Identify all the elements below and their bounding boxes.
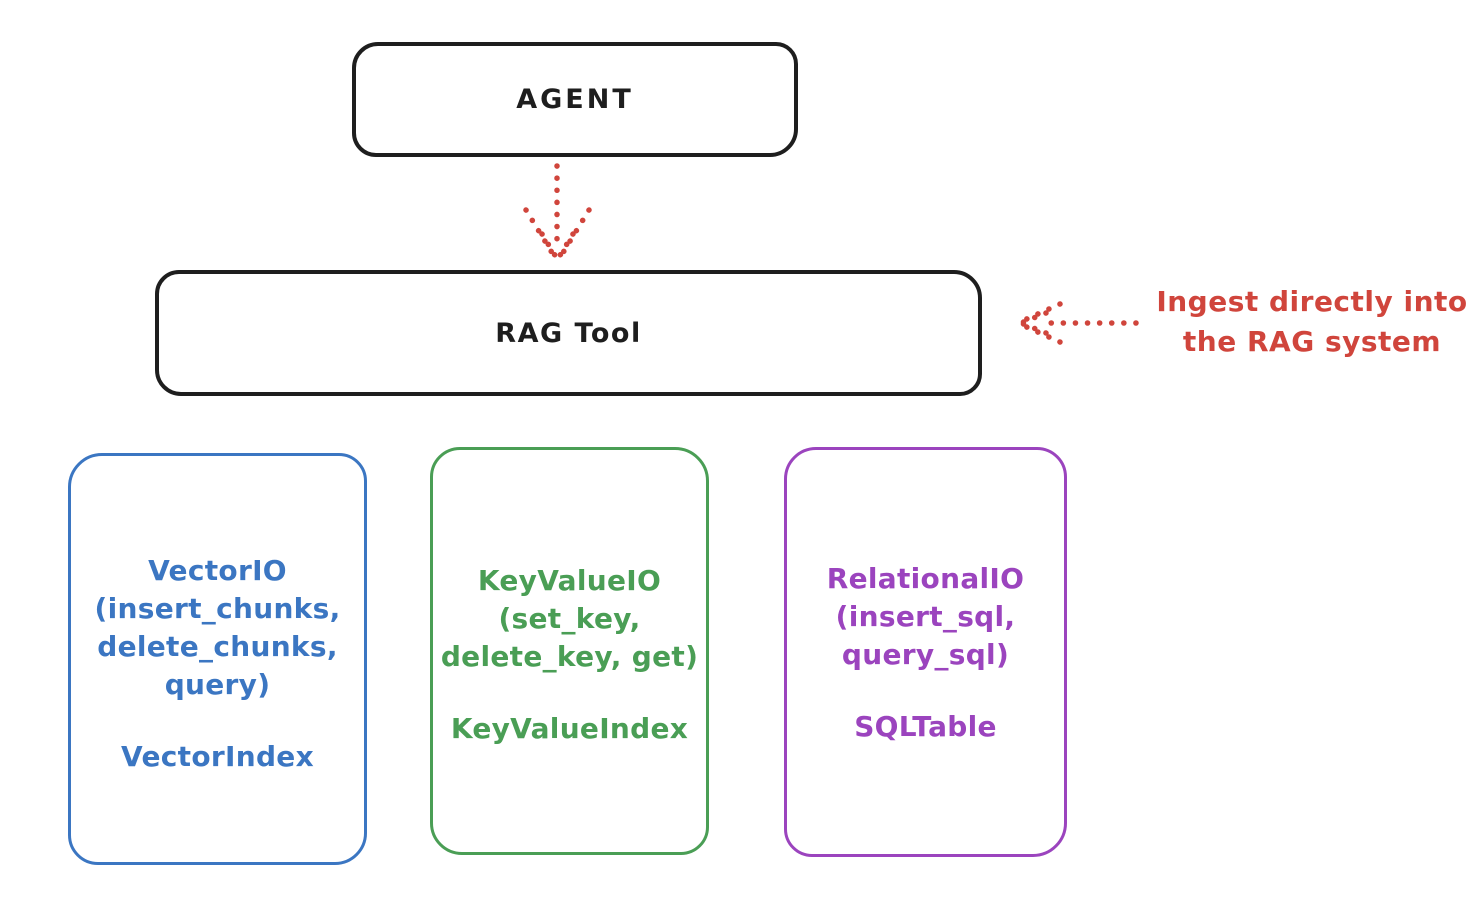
relational-io-text: RelationalIO (insert_sql, query_sql) — [827, 560, 1025, 674]
sql-table-label: SQLTable — [854, 710, 997, 743]
key-value-io-box: KeyValueIO (set_key, delete_key, get) Ke… — [430, 447, 709, 855]
ingest-annotation: Ingest directly into the RAG system — [1140, 282, 1484, 362]
agent-to-ragtool-arrow-icon — [523, 163, 592, 260]
key-value-io-text: KeyValueIO (set_key, delete_key, get) — [441, 562, 698, 676]
ingest-annotation-line1: Ingest directly into — [1156, 285, 1468, 318]
vector-io-box: VectorIO (insert_chunks, delete_chunks, … — [68, 453, 367, 865]
key-value-io-line: (set_key, — [498, 602, 641, 635]
rag-tool-box: RAG Tool — [155, 270, 982, 396]
vector-io-line: query) — [164, 668, 271, 701]
key-value-io-line: delete_key, get) — [440, 640, 699, 673]
vector-io-line: VectorIO — [148, 554, 287, 587]
agent-label: AGENT — [516, 84, 634, 115]
vector-io-line: delete_chunks, — [97, 630, 338, 663]
relational-io-line: RelationalIO — [826, 562, 1025, 595]
agent-box: AGENT — [352, 42, 798, 157]
relational-io-line: (insert_sql, — [835, 600, 1016, 633]
vector-io-text: VectorIO (insert_chunks, delete_chunks, … — [95, 552, 341, 704]
ingest-annotation-line2: the RAG system — [1182, 325, 1442, 358]
relational-io-line: query_sql) — [841, 638, 1010, 671]
relational-io-box: RelationalIO (insert_sql, query_sql) SQL… — [784, 447, 1067, 857]
rag-tool-label: RAG Tool — [495, 317, 642, 349]
key-value-io-line: KeyValueIO — [477, 564, 662, 597]
vector-io-line: (insert_chunks, — [94, 592, 341, 625]
ingest-annotation-arrow-icon — [1017, 301, 1139, 345]
key-value-index-label: KeyValueIndex — [450, 712, 689, 745]
vector-index-label: VectorIndex — [121, 740, 314, 773]
